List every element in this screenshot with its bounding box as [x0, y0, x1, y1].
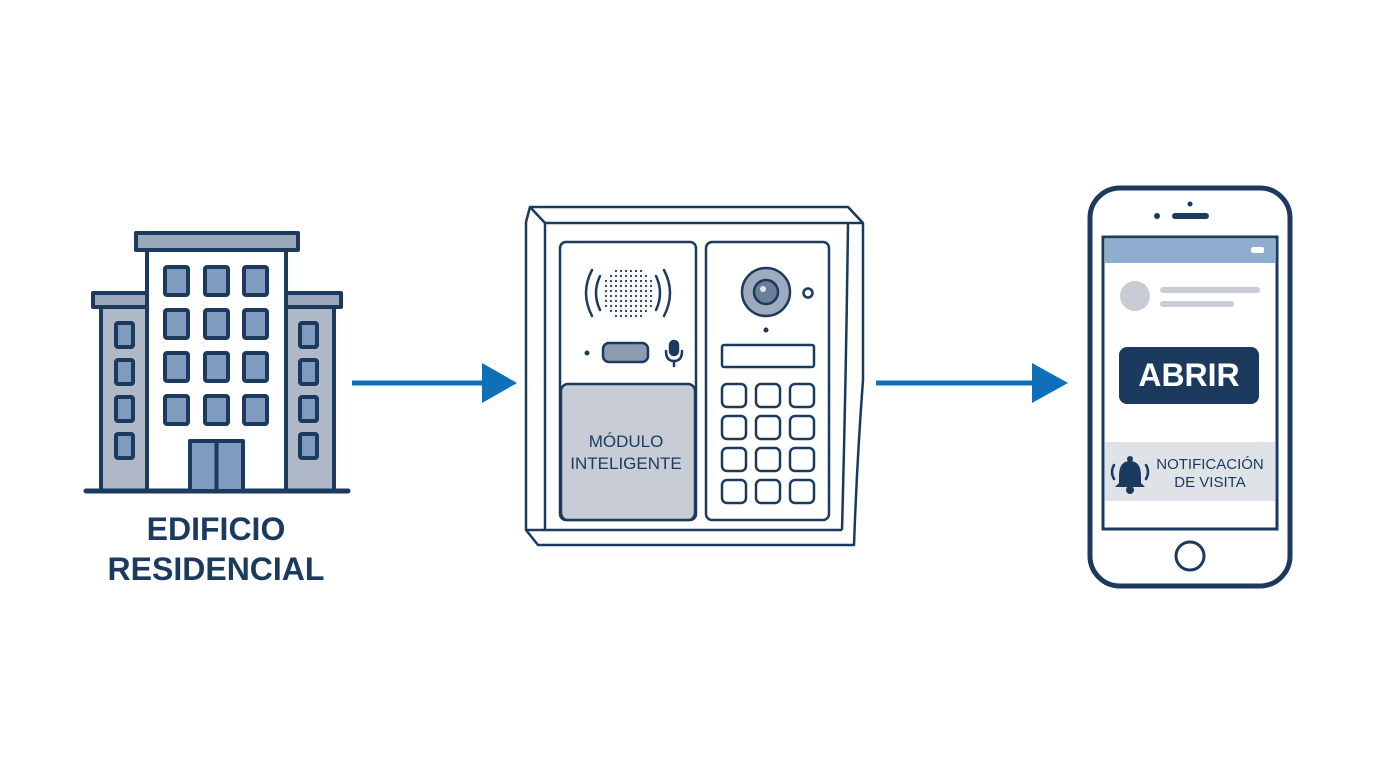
- notification-line2: DE VISITA: [1174, 474, 1245, 491]
- building-windows: [114, 265, 319, 460]
- arrow-intercom-to-phone: [876, 363, 1068, 403]
- building-label-line2: RESIDENCIAL: [108, 551, 325, 587]
- visitor-text-line-1: [1160, 287, 1260, 293]
- microphone-icon: [664, 339, 684, 368]
- module-label-line2: INTELIGENTE: [570, 454, 681, 473]
- visitor-text-line-2: [1160, 301, 1234, 307]
- arrow-building-to-intercom: [352, 363, 517, 403]
- module-label-line1: MÓDULO: [589, 432, 664, 451]
- open-door-button[interactable]: ABRIR: [1119, 347, 1259, 404]
- smart-module-box: [559, 382, 697, 522]
- home-button[interactable]: [1174, 540, 1206, 572]
- keypad: [720, 382, 816, 505]
- building-label-line1: EDIFICIO: [147, 511, 286, 547]
- visit-notification: NOTIFICACIÓN DE VISITA: [1105, 442, 1275, 501]
- card-reader-slot: [601, 341, 650, 364]
- intercom-display: [720, 343, 816, 369]
- open-door-button-label: ABRIR: [1138, 357, 1239, 393]
- speaker-grille-icon: [584, 268, 672, 318]
- visitor-avatar: [1120, 281, 1150, 311]
- notification-line1: NOTIFICACIÓN: [1156, 456, 1264, 473]
- bell-icon: [1110, 456, 1150, 494]
- status-led-icon: [584, 350, 590, 356]
- camera-icon: [740, 266, 814, 333]
